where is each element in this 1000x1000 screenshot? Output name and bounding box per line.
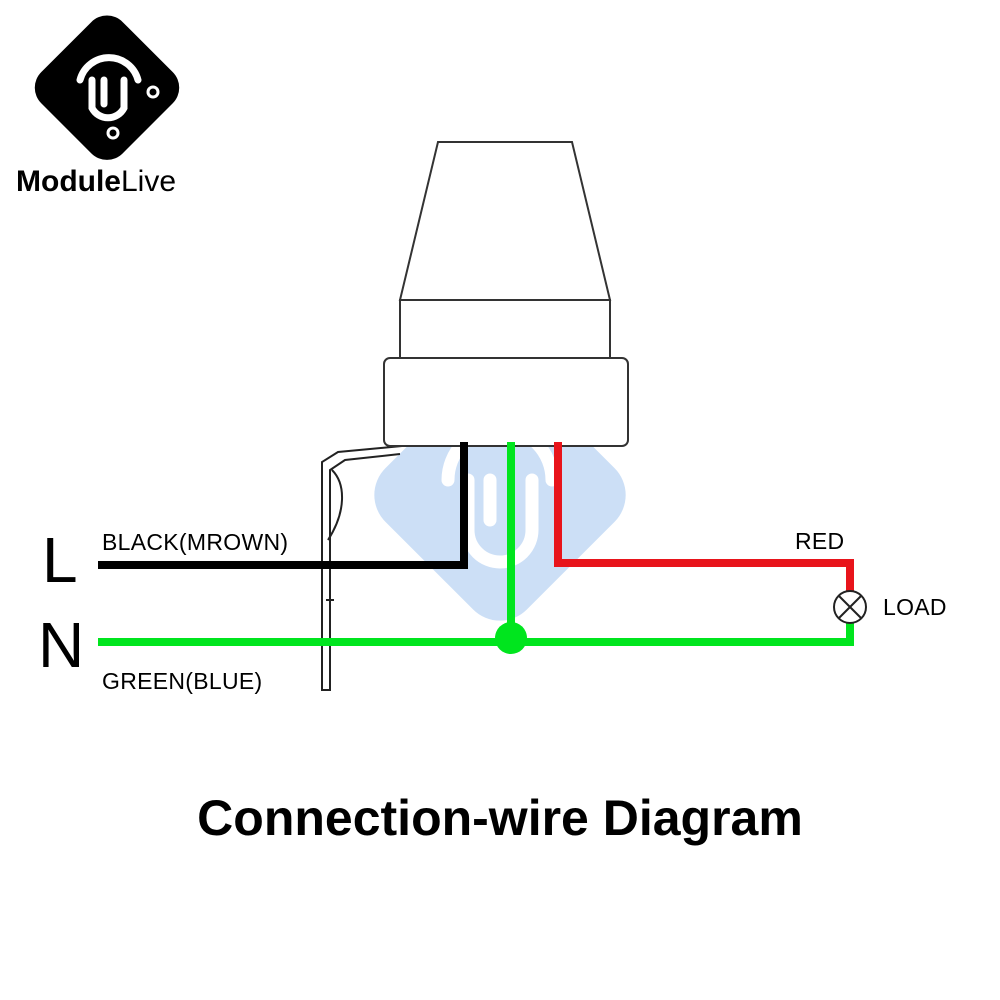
green-wire-label: GREEN(BLUE)	[102, 668, 263, 694]
green-wire	[98, 442, 854, 646]
black-wire-label: BLACK(MROWN)	[102, 529, 289, 555]
brand-name-light: Live	[121, 165, 177, 198]
brand-name-bold: Module	[16, 165, 121, 198]
red-wire-label: RED	[795, 528, 845, 554]
junction-dot-icon	[495, 622, 527, 654]
red-wire	[554, 442, 854, 596]
lamp-load-icon	[833, 590, 867, 624]
diagram-title: Connection-wire Diagram	[197, 790, 803, 846]
modulelive-logo-icon	[34, 15, 180, 160]
brand-name: ModuleLive	[16, 165, 176, 199]
load-label: LOAD	[883, 594, 947, 620]
line-terminal-label: L	[42, 524, 78, 596]
black-wire	[98, 442, 468, 569]
mounting-bracket-icon	[321, 445, 403, 691]
photocell-sensor-icon	[383, 141, 629, 447]
neutral-terminal-label: N	[38, 609, 85, 681]
